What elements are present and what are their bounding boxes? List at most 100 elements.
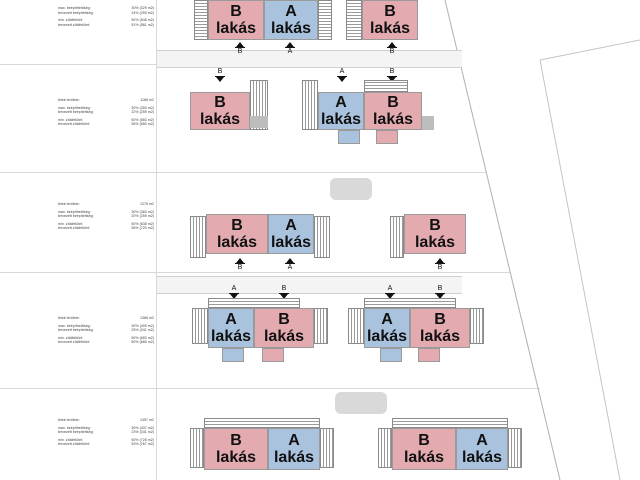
planting-area xyxy=(330,178,372,200)
unit-type-label: lakás xyxy=(215,449,257,466)
unit-letter: B xyxy=(434,311,446,328)
unit-letter: B xyxy=(384,3,396,20)
unit-letter: B xyxy=(214,94,226,111)
storage xyxy=(422,116,434,130)
terrace xyxy=(208,298,300,308)
unit-letter: A xyxy=(285,3,297,20)
section-marker-a: A xyxy=(336,68,348,82)
terrace xyxy=(190,428,204,468)
lot-info-row: max. beépíthetőség: 30% (383 m2) xyxy=(58,210,154,215)
lot-info-row: max. beépíthetőség:30% (329 m2) xyxy=(58,6,154,11)
terrace xyxy=(314,308,328,344)
unit-a xyxy=(338,130,360,144)
unit-type-label: lakás xyxy=(273,449,315,466)
lot-info-row: tervezett beépítettség: 20% (259 m2) xyxy=(58,214,154,219)
lot-info-row: tervezett beépítettség: 25% (341 m2) xyxy=(58,328,154,333)
unit-a xyxy=(380,348,402,362)
lot-info-label: tervezett beépítettség: xyxy=(58,214,94,219)
lot-info-row: tervezett beépítettség:23% (341 m2) xyxy=(58,430,154,435)
unit-type-label: lakás xyxy=(403,449,445,466)
unit-type-label: lakás xyxy=(372,111,414,128)
lot-info-row: telek területe:1276 m2 xyxy=(58,202,154,207)
lot-info-row: tervezett beépítettség:22% (259 m2) xyxy=(58,110,154,115)
lot-info-row: max. beépíthetőség:30% (409 m2) xyxy=(58,324,154,329)
lot-info-label: min. zöldfelület: xyxy=(58,221,83,226)
lot-info-row: tervezett beépítettség:24% (259 m2) xyxy=(58,11,154,16)
lot-info-label: max. beépíthetőség: xyxy=(58,209,91,214)
terrace xyxy=(346,0,362,40)
unit-letter: B xyxy=(387,94,399,111)
lot-info-value: 50% (685 m2) xyxy=(131,340,154,345)
lot-info-3: telek területe:1276 m2 max. beépíthetőség… xyxy=(58,202,154,231)
lot-info-value: 22% (259 m2) xyxy=(131,110,154,115)
lot-info-label: min. zöldfelület: xyxy=(58,18,83,23)
terrace xyxy=(378,428,392,468)
lot-info-value: 30% (383 m2) xyxy=(131,209,154,214)
section-marker-b: B xyxy=(434,285,446,299)
lot-info-value: 50% (583 m2) xyxy=(131,117,154,122)
lot-info-label: tervezett beépítettség: xyxy=(58,430,94,435)
unit-type-label: lakás xyxy=(199,111,241,128)
neighbor-boundary-line xyxy=(539,39,640,61)
unit-letter: B xyxy=(278,311,290,328)
section-marker-a: A xyxy=(384,285,396,299)
lot-info-value: 50% (638 m2) xyxy=(131,221,154,226)
terrace xyxy=(348,308,364,344)
lot-info-row: tervezett zöldfelület:53% (767 m2) xyxy=(58,442,154,447)
lot-info-value: 25% (341 m2) xyxy=(131,328,154,333)
lot-info-label: telek területe: xyxy=(58,418,80,422)
lot-info-value: 30% (329 m2) xyxy=(131,6,154,10)
lot-info-value: 1166 m2 xyxy=(140,98,154,102)
lot-info-value: 1457 m2 xyxy=(140,418,154,422)
lot-info-value: 50% (683 m2) xyxy=(131,335,154,340)
terrace xyxy=(318,0,332,40)
unit-letter: B xyxy=(429,217,441,234)
unit-type-label: lakás xyxy=(461,449,503,466)
lot-info-label: tervezett zöldfelület: xyxy=(58,122,90,127)
terrace xyxy=(320,428,334,468)
lot-info-value: 20% (259 m2) xyxy=(131,214,154,219)
unit-a xyxy=(222,348,244,362)
unit-letter: A xyxy=(285,217,297,234)
terrace xyxy=(390,216,404,258)
lot-info-value: 50% (728 m2) xyxy=(131,437,154,442)
lot-info-value: 24% (259 m2) xyxy=(131,10,154,15)
lot-info-label: telek területe: xyxy=(58,98,80,102)
terrace xyxy=(190,216,206,258)
section-marker-b: B xyxy=(386,42,398,56)
unit-type-label: lakás xyxy=(270,20,312,37)
lot-info-label: telek területe: xyxy=(58,316,80,320)
lot-info-label: tervezett zöldfelület: xyxy=(58,340,90,345)
unit-type-label: lakás xyxy=(215,20,257,37)
terrace xyxy=(392,418,508,428)
lot-info-label: min. zöldfelület: xyxy=(58,437,83,442)
lot-boundary xyxy=(0,388,540,389)
unit-type-label: lakás xyxy=(414,234,456,251)
unit-letter: B xyxy=(231,217,243,234)
lot-info-1: max. beépíthetőség:30% (329 m2)tervezett… xyxy=(58,6,154,27)
lot-info-value: 56% (650 m2) xyxy=(131,122,154,127)
lot-info-column xyxy=(0,0,157,480)
lot-info-row: telek területe: 1457 m2 xyxy=(58,418,154,423)
terrace xyxy=(364,80,408,92)
access-road xyxy=(157,50,462,68)
storage xyxy=(250,116,268,128)
terrace xyxy=(192,308,208,344)
section-marker-a: A xyxy=(284,258,296,272)
lot-info-label: tervezett beépítettség: xyxy=(58,328,94,333)
lot-info-label: min. zöldfelület: xyxy=(58,335,83,340)
lot-info-label: tervezett zöldfelület: xyxy=(58,22,90,27)
lot-info-row: telek területe:1366 m2 xyxy=(58,316,154,321)
